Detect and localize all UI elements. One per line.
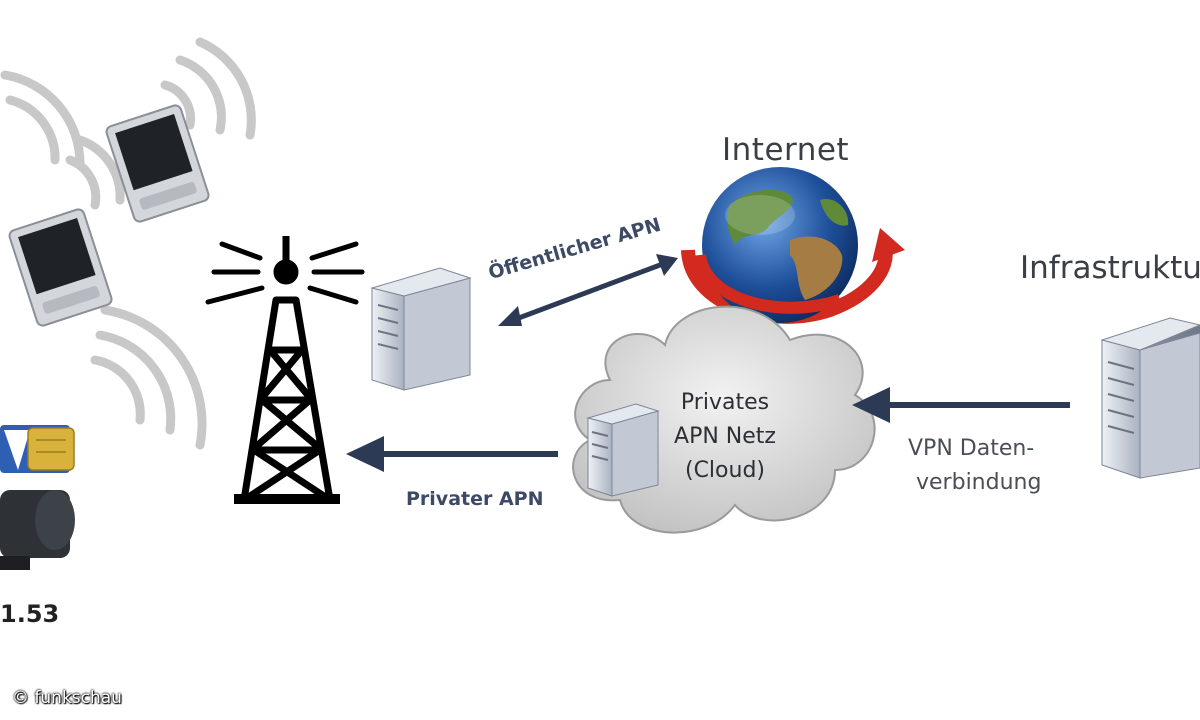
tablet-icon [105, 104, 210, 223]
cloud-label-line-2: APN Netz [674, 424, 776, 449]
device-value-label: 1.53 [0, 600, 60, 628]
server-icon [586, 403, 660, 497]
infrastructure-label: Infrastruktur [1020, 250, 1200, 286]
vpn-label: VPN Daten- verbindung [908, 432, 1068, 500]
cloud-label-line-3: (Cloud) [684, 458, 765, 483]
modem-icon [0, 490, 75, 570]
server-icon [1100, 317, 1200, 479]
sim-card-icon [0, 425, 75, 473]
signal-waves-icon [0, 37, 256, 210]
tablet-icon [8, 208, 113, 327]
private-apn-arrow [346, 436, 558, 472]
server-icon [370, 267, 472, 391]
vpn-arrow [852, 387, 1070, 423]
public-apn-arrow [498, 254, 678, 326]
vpn-label-line-1: VPN Daten- [908, 436, 1035, 461]
internet-label: Internet [722, 132, 850, 168]
tower-icon [205, 236, 365, 504]
copyright-label: © funkschau [12, 688, 122, 708]
globe-icon [681, 167, 905, 324]
cloud-label: Privates APN Netz (Cloud) [655, 386, 795, 488]
cloud-label-line-1: Privates [680, 390, 770, 415]
vpn-label-line-2: verbindung [916, 470, 1042, 495]
private-apn-label: Privater APN [406, 488, 544, 510]
signal-waves-icon [90, 305, 207, 450]
